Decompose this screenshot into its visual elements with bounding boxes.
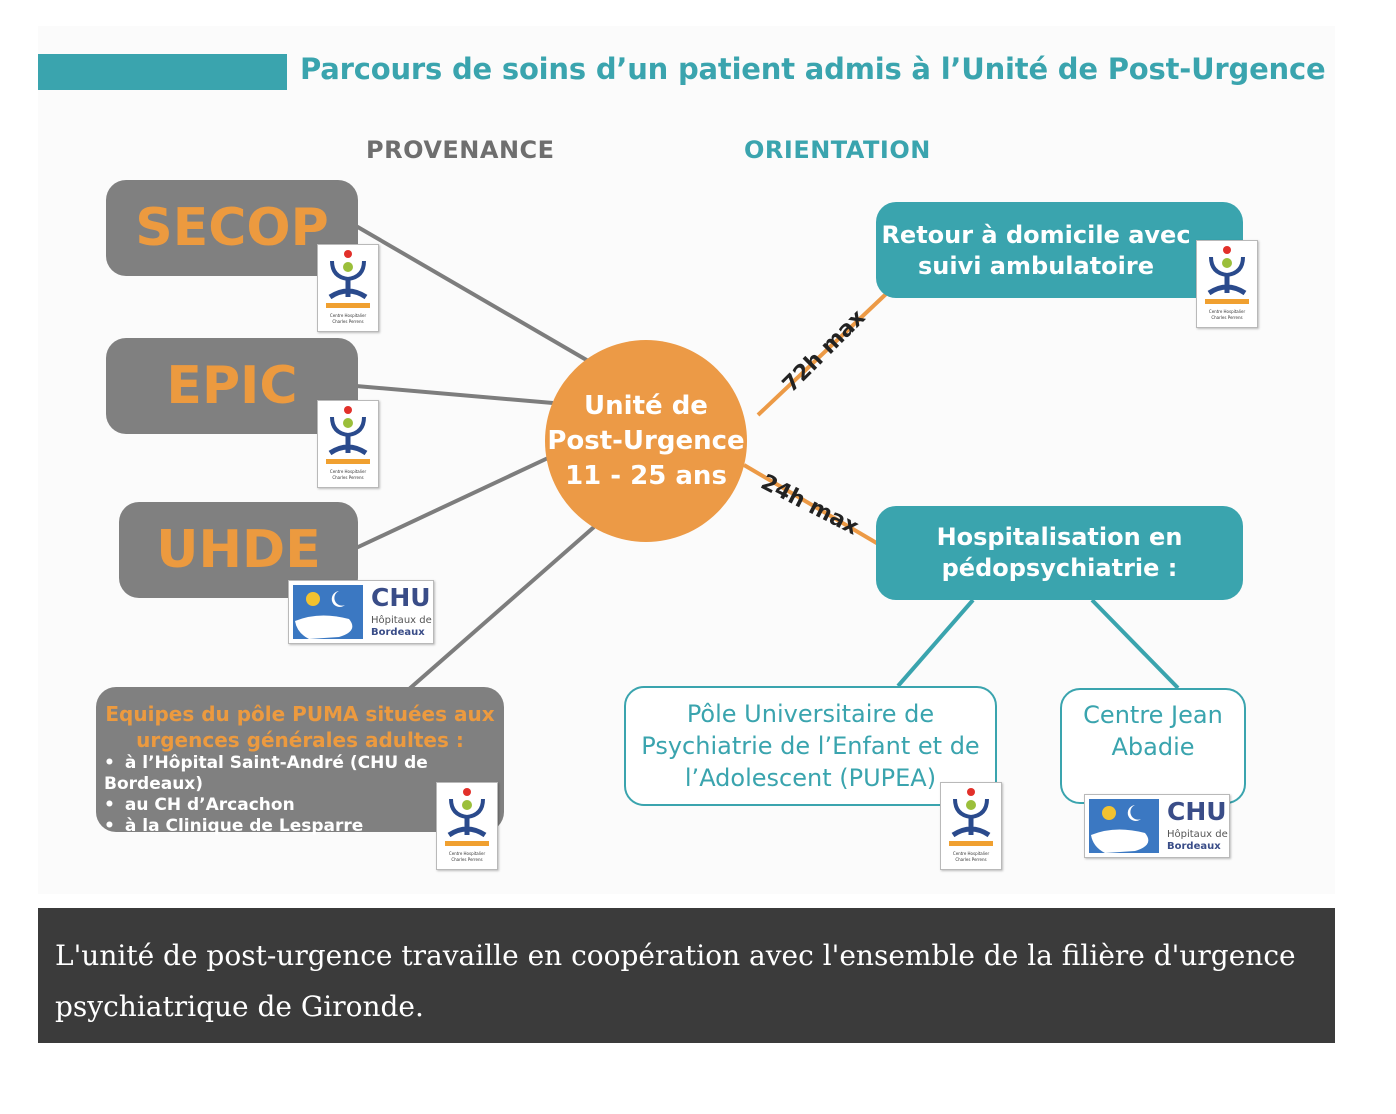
orientation-heading: ORIENTATION — [744, 136, 931, 164]
svg-text:Centre Hospitalier: Centre Hospitalier — [330, 469, 367, 474]
link-abadie — [1090, 598, 1180, 690]
charles-perrens-emblem-icon: Centre Hospitalier Charles Perrens — [949, 788, 993, 862]
chu-hand-icon — [293, 585, 363, 639]
source-epic: EPIC — [106, 338, 358, 434]
destination-home: Retour à domicile avec suivi ambulatoire — [876, 202, 1243, 298]
svg-text:Centre Hospitalier: Centre Hospitalier — [953, 851, 990, 856]
charles-perrens-emblem-icon: Centre Hospitalier Charles Perrens — [326, 406, 370, 480]
svg-text:Charles Perrens: Charles Perrens — [1211, 315, 1242, 320]
provenance-heading: PROVENANCE — [366, 136, 555, 164]
link-puma — [406, 525, 596, 692]
charles-perrens-logo: Centre Hospitalier Charles Perrens — [317, 244, 379, 332]
link-secop — [354, 224, 592, 364]
chu-subtitle: Hôpitaux de Bordeaux — [371, 615, 432, 638]
link-pupea — [896, 598, 975, 688]
charles-perrens-logo: Centre Hospitalier Charles Perrens — [436, 782, 498, 870]
chu-subtitle: Hôpitaux de Bordeaux — [1167, 829, 1228, 852]
source-secop: SECOP — [106, 180, 358, 276]
svg-text:Charles Perrens: Charles Perrens — [332, 475, 363, 480]
charles-perrens-emblem-icon: Centre Hospitalier Charles Perrens — [445, 788, 489, 862]
puma-item: au CH d’Arcachon — [104, 795, 504, 816]
svg-text:Centre Hospitalier: Centre Hospitalier — [330, 313, 367, 318]
charles-perrens-emblem-icon: Centre Hospitalier Charles Perrens — [1205, 246, 1249, 320]
link-uhde — [355, 456, 549, 550]
svg-text:Centre Hospitalier: Centre Hospitalier — [449, 851, 486, 856]
chu-hand-icon — [1089, 799, 1159, 853]
post-urgence-unit: Unité de Post-Urgence 11 - 25 ans — [545, 340, 747, 542]
facility-pupea: Pôle Universitaire de Psychiatrie de l’E… — [624, 686, 997, 806]
puma-heading: Equipes du pôle PUMA situées aux urgence… — [105, 702, 495, 752]
caption-text: L'unité de post-urgence travaille en coo… — [55, 939, 1296, 1023]
svg-text:Charles Perrens: Charles Perrens — [955, 857, 986, 862]
link-home — [756, 292, 888, 417]
link-epic — [355, 384, 554, 405]
charles-perrens-logo: Centre Hospitalier Charles Perrens — [940, 782, 1002, 870]
charles-perrens-emblem-icon: Centre Hospitalier Charles Perrens — [326, 250, 370, 324]
chu-wordmark: CHU — [1167, 797, 1227, 826]
charles-perrens-logo: Centre Hospitalier Charles Perrens — [1196, 240, 1258, 328]
chu-bordeaux-logo: CHU Hôpitaux de Bordeaux — [288, 580, 434, 644]
chu-bordeaux-logo: CHU Hôpitaux de Bordeaux — [1084, 794, 1230, 858]
puma-item: à l’Hôpital Saint-André (CHU de Bordeaux… — [104, 753, 504, 795]
puma-item: à la Clinique de Lesparre — [104, 816, 504, 837]
svg-text:Charles Perrens: Charles Perrens — [451, 857, 482, 862]
puma-list: à l’Hôpital Saint-André (CHU de Bordeaux… — [104, 753, 504, 837]
svg-text:Charles Perrens: Charles Perrens — [332, 319, 363, 324]
figure-title: Parcours de soins d’un patient admis à l… — [300, 52, 1326, 86]
chu-wordmark: CHU — [371, 583, 431, 612]
title-accent-bar — [38, 54, 287, 90]
svg-text:Centre Hospitalier: Centre Hospitalier — [1209, 309, 1246, 314]
destination-hospitalisation: Hospitalisation en pédopsychiatrie : — [876, 506, 1243, 600]
facility-jean-abadie: Centre Jean Abadie — [1060, 688, 1246, 804]
figure-caption: L'unité de post-urgence travaille en coo… — [38, 908, 1335, 1043]
link-hospital — [742, 463, 882, 547]
charles-perrens-logo: Centre Hospitalier Charles Perrens — [317, 400, 379, 488]
